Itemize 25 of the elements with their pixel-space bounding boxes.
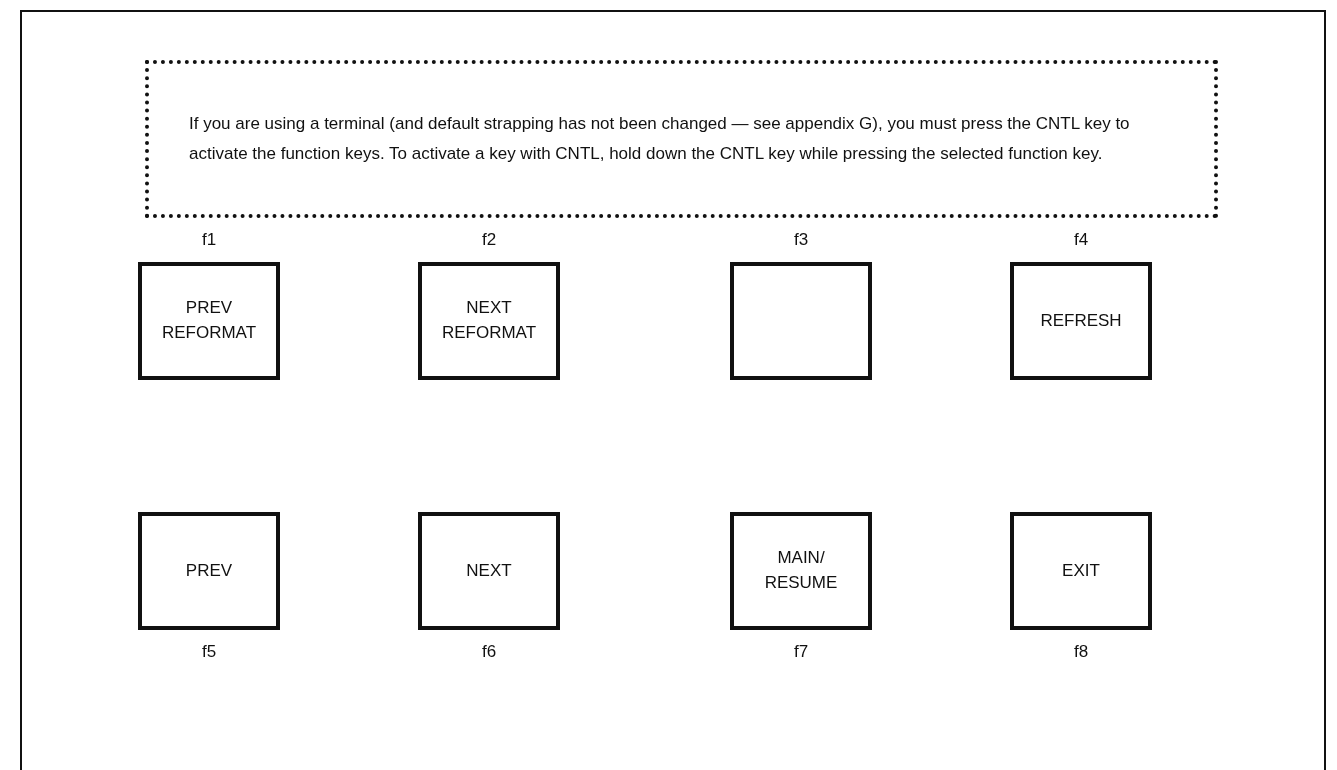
function-key-number: f4 [1072,230,1090,250]
function-key [138,262,280,380]
key-label: NEXT [465,559,513,582]
function-key [1010,512,1152,630]
function-key-number: f7 [792,642,810,662]
key-label: PREV REFORMAT [160,297,258,344]
function-key [730,512,872,630]
key-label: MAIN/ RESUME [763,547,839,594]
function-key-number: f6 [480,642,498,662]
key-label: NEXT REFORMAT [440,297,538,344]
note-box [145,60,1218,218]
function-key [1010,262,1152,380]
key-label: EXIT [1061,559,1101,582]
function-key [730,262,872,380]
function-key-number: f2 [480,230,498,250]
note-text: If you are using a terminal (and default strapping has not been changed — see appendix G), you must press the CNTL key to activate the function keys. To activate a key with CNTL, hold down the CNTL key while pressing the selected function key. [189,113,1131,165]
key-label: PREV [184,559,234,582]
key-label: REFRESH [1039,309,1123,332]
function-key-number: f3 [792,230,810,250]
function-key [418,512,560,630]
function-key-number: f1 [200,230,218,250]
function-key-number: f8 [1072,642,1090,662]
function-key-number: f5 [200,642,218,662]
function-key [418,262,560,380]
function-key [138,512,280,630]
